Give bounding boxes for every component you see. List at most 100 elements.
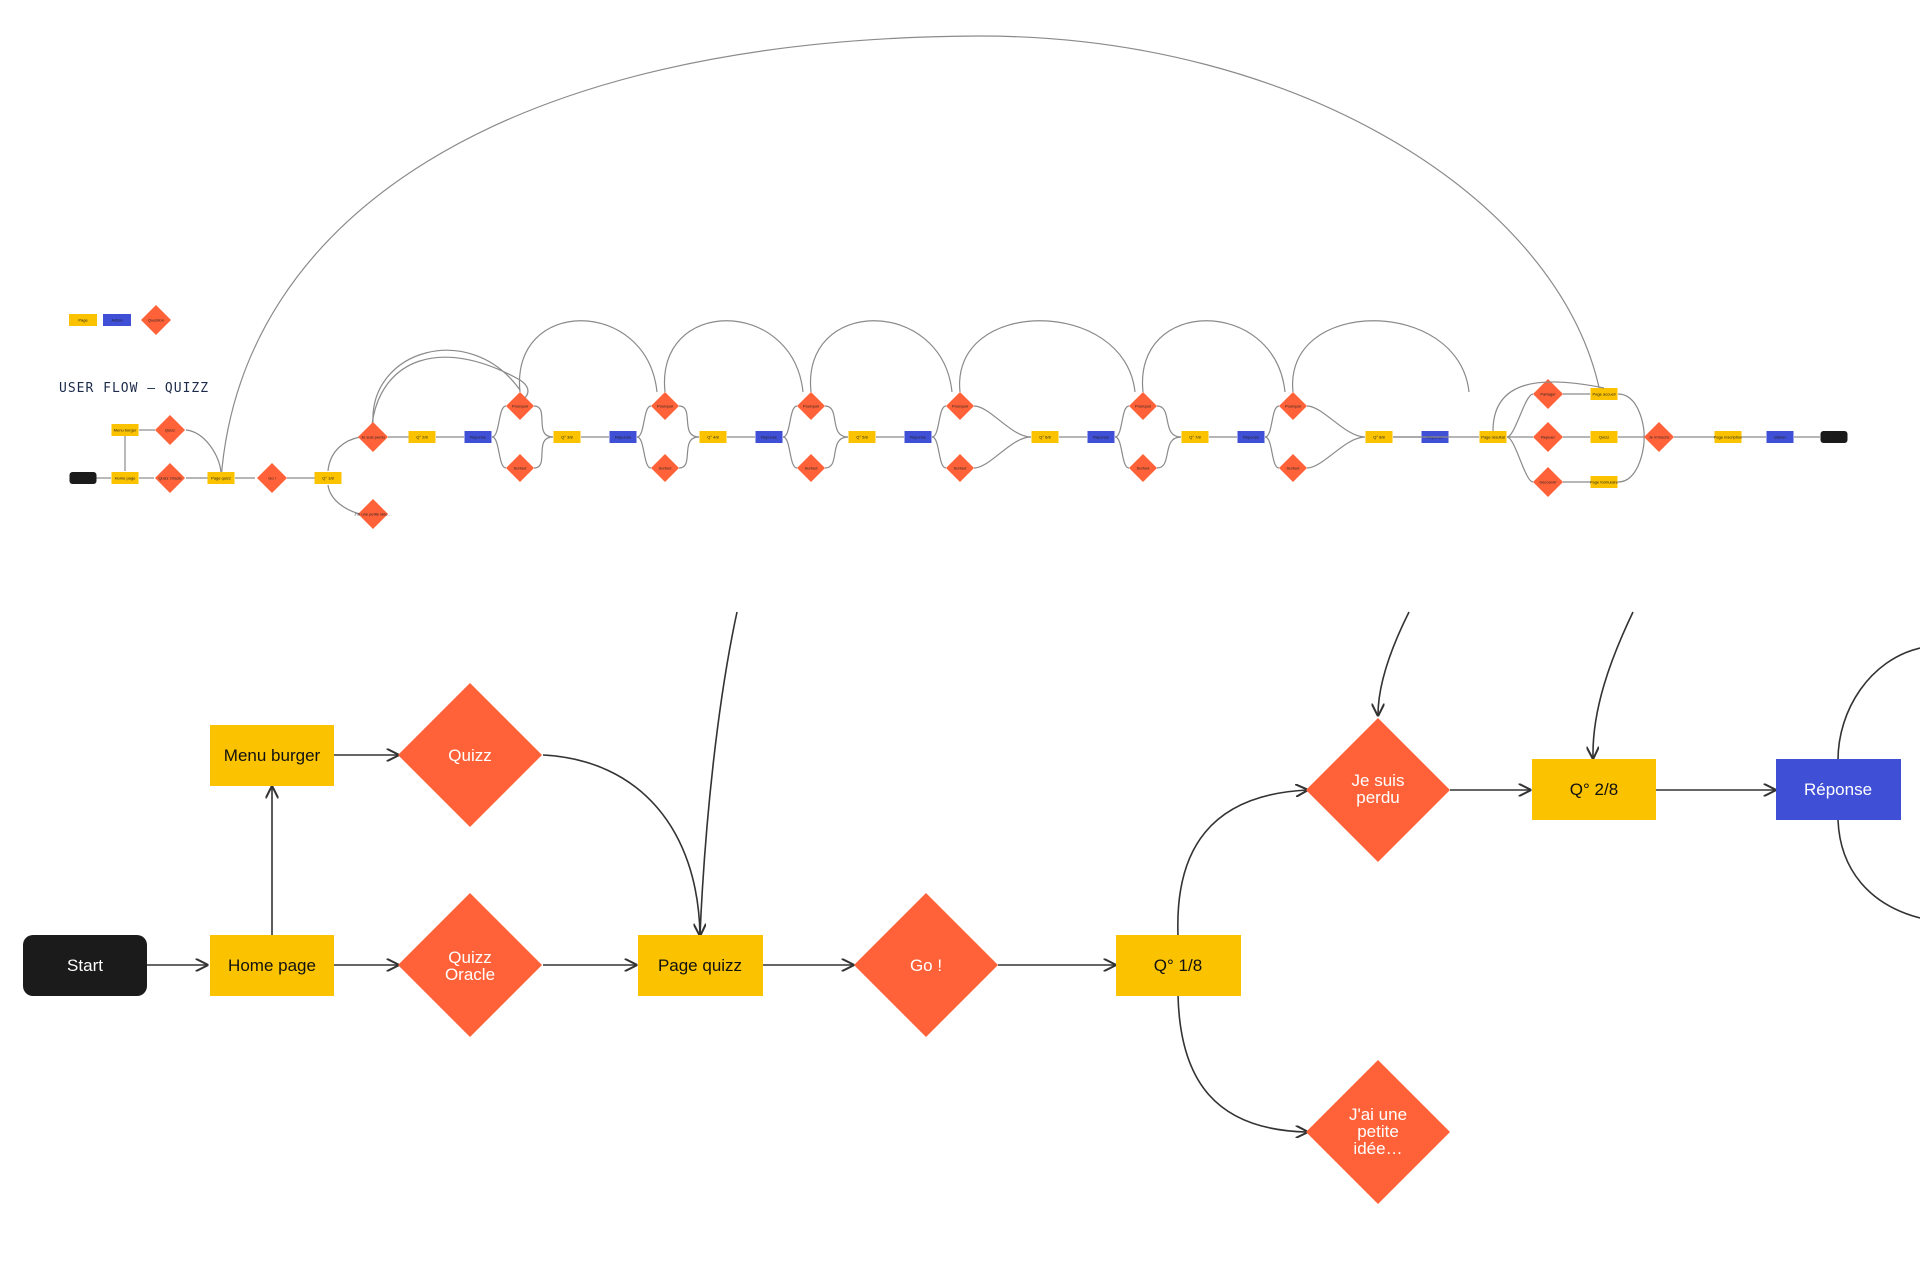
- overview-connector: [491, 436, 507, 469]
- ov-valider-label: Valider: [1774, 435, 1787, 440]
- ov-inscrire[interactable]: [1644, 422, 1674, 452]
- ov-formulaire[interactable]: [1590, 476, 1618, 488]
- ov-resultat[interactable]: [1479, 431, 1507, 443]
- reponse-node[interactable]: [1776, 759, 1901, 820]
- overview-connector: [1292, 320, 1470, 393]
- ov-start[interactable]: [69, 472, 97, 484]
- ov-r3[interactable]: [609, 431, 637, 443]
- question-2-node[interactable]: [1532, 759, 1656, 820]
- overview-connector: [678, 405, 700, 438]
- ov-q2[interactable]: [408, 431, 436, 443]
- ov-end-3[interactable]: [1533, 467, 1563, 497]
- overview-connector: [491, 405, 507, 438]
- ov-p4-bottom[interactable]: [797, 454, 825, 482]
- overview-connector: [931, 436, 947, 469]
- je-suis-perdu-diamond[interactable]: [1306, 718, 1450, 862]
- ov-quizz[interactable]: [155, 415, 185, 445]
- ov-confirm[interactable]: [1714, 431, 1742, 443]
- ov-r4[interactable]: [755, 431, 783, 443]
- ov-go-label: Go !: [268, 476, 276, 481]
- ov-r4-label: Réponse: [761, 435, 778, 440]
- ov-end-1-label: Partager: [1540, 392, 1556, 397]
- ov-q2-label: Q° 2/8: [416, 435, 428, 440]
- ov-home[interactable]: [111, 472, 139, 484]
- quizz-diamond[interactable]: [398, 683, 542, 827]
- ov-q7[interactable]: [1181, 431, 1209, 443]
- ov-q4[interactable]: [699, 431, 727, 443]
- ov-p2-bottom[interactable]: [506, 454, 534, 482]
- home-page-node[interactable]: [210, 935, 334, 996]
- question-1-label: Q° 1/8: [1154, 956, 1202, 975]
- ov-q3[interactable]: [553, 431, 581, 443]
- legend-question-label: Question: [148, 318, 164, 323]
- ov-p5-bottom[interactable]: [946, 454, 974, 482]
- ov-q8[interactable]: [1365, 431, 1393, 443]
- overview-connector: [636, 405, 652, 438]
- ov-quizz-end[interactable]: [1590, 431, 1618, 443]
- ov-q1[interactable]: [314, 472, 342, 484]
- ov-p6-bottom[interactable]: [1129, 454, 1157, 482]
- overview-connector: [1156, 405, 1182, 438]
- ov-p2-top-label: Pourquoi: [512, 404, 528, 409]
- ov-end-1[interactable]: [1533, 379, 1563, 409]
- ov-p3-bottom[interactable]: [651, 454, 679, 482]
- ov-p2-top[interactable]: [506, 392, 534, 420]
- go-diamond[interactable]: [854, 893, 998, 1037]
- je-suis-perdu-label-1: Je suis: [1352, 771, 1405, 790]
- ov-p5-bottom-label: Surtout: [954, 466, 968, 471]
- ov-p5-top[interactable]: [946, 392, 974, 420]
- ov-go[interactable]: [257, 463, 287, 493]
- ov-accueil[interactable]: [1590, 388, 1618, 400]
- ov-perdu[interactable]: [358, 422, 388, 452]
- ov-p7-bottom[interactable]: [1279, 454, 1307, 482]
- ov-idee-label: J'ai une petite idée…: [354, 512, 391, 517]
- overview-connector: [1264, 405, 1280, 438]
- ov-p3-top[interactable]: [651, 392, 679, 420]
- ov-q7-label: Q° 7/8: [1189, 435, 1201, 440]
- ov-start-label: Start: [79, 476, 88, 481]
- start-node[interactable]: [23, 935, 147, 996]
- ov-r6[interactable]: [1087, 431, 1115, 443]
- ov-q6[interactable]: [1031, 431, 1059, 443]
- ov-end[interactable]: [1820, 431, 1848, 443]
- ov-valider[interactable]: [1766, 431, 1794, 443]
- ov-pagequiz-label: Page quizz: [211, 476, 231, 481]
- ov-r2-label: Réponse: [470, 435, 487, 440]
- overview-main-connectors: [96, 429, 361, 515]
- ov-p5-top-label: Pourquoi: [952, 404, 968, 409]
- quizz-oracle-diamond[interactable]: [398, 893, 542, 1037]
- ov-r2[interactable]: [464, 431, 492, 443]
- overview-connector: [959, 320, 1136, 393]
- ov-r7[interactable]: [1237, 431, 1265, 443]
- petite-idee-diamond[interactable]: [1306, 1060, 1450, 1204]
- question-1-node[interactable]: [1116, 935, 1241, 996]
- page-quizz-node[interactable]: [638, 935, 763, 996]
- menu-burger-node[interactable]: [210, 725, 334, 786]
- ov-pagequiz[interactable]: [207, 472, 235, 484]
- ov-end-2[interactable]: [1533, 422, 1563, 452]
- edge-reponse-up: [1837, 647, 1920, 761]
- ov-r5[interactable]: [904, 431, 932, 443]
- ov-p6-top[interactable]: [1129, 392, 1157, 420]
- overview-connector: [1492, 381, 1605, 432]
- reponse-label: Réponse: [1804, 780, 1872, 799]
- ov-q1-label: Q° 1/8: [322, 476, 334, 481]
- legend-question[interactable]: [141, 305, 171, 335]
- legend-page[interactable]: [69, 314, 97, 326]
- edge-quizz-pagequiz: [542, 754, 700, 935]
- overview-connector: [1114, 436, 1130, 469]
- ov-p7-top[interactable]: [1279, 392, 1307, 420]
- ov-oracle[interactable]: [155, 463, 185, 493]
- ov-q5-label: Q° 5/8: [856, 435, 868, 440]
- ov-end-3-label: Découvrir: [1539, 480, 1557, 485]
- overview-connector: [678, 436, 700, 469]
- ov-q5[interactable]: [848, 431, 876, 443]
- ov-perdu-label: Je suis perdu: [361, 435, 385, 440]
- ov-r7-label: Réponse: [1243, 435, 1260, 440]
- ov-r3-label: Réponse: [615, 435, 632, 440]
- ov-idee[interactable]: [358, 499, 388, 529]
- overview-connector: [533, 405, 554, 438]
- legend-action[interactable]: [103, 314, 131, 326]
- ov-p4-top[interactable]: [797, 392, 825, 420]
- ov-menu[interactable]: [111, 424, 139, 436]
